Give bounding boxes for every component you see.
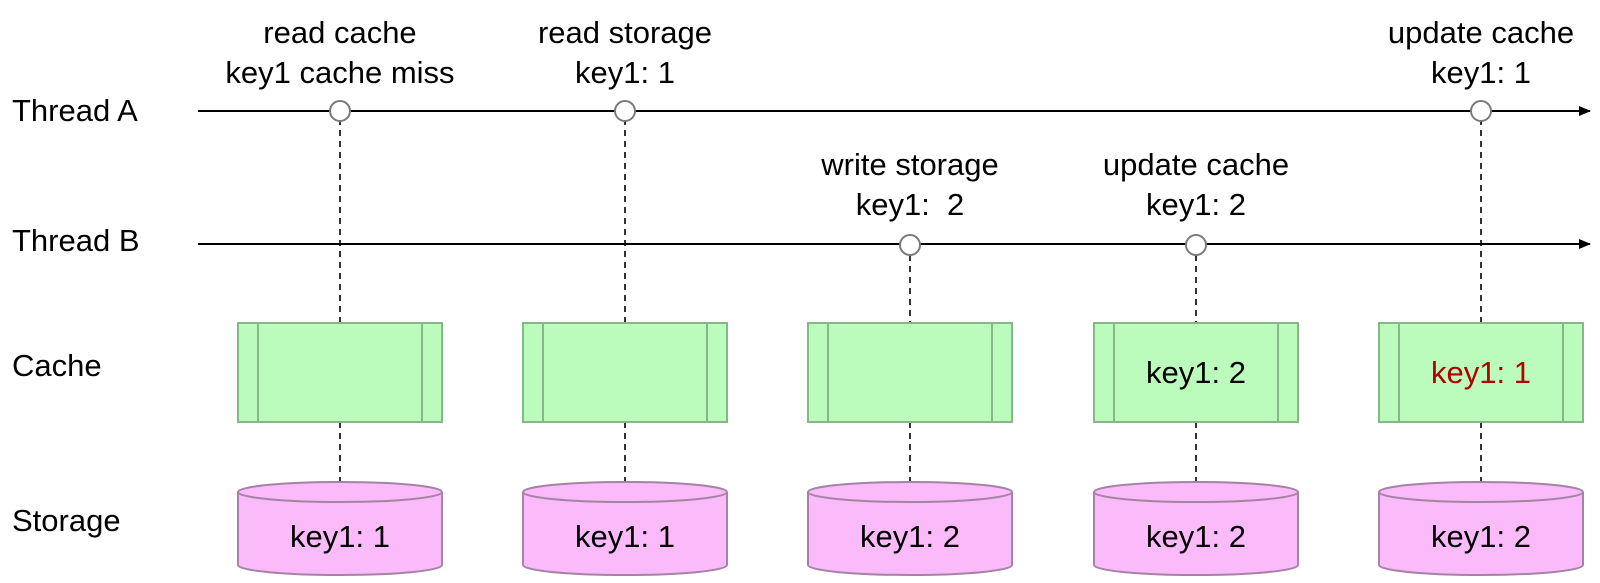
cache-box-col3 bbox=[807, 322, 1013, 423]
event-node bbox=[1185, 234, 1207, 256]
thread-a-event-read-cache: read cache key1 cache miss bbox=[225, 15, 455, 122]
cache-box-col4: key1: 2 bbox=[1093, 322, 1299, 423]
storage-db-col5: key1: 2 bbox=[1378, 481, 1584, 576]
storage-db-col1: key1: 1 bbox=[237, 481, 443, 576]
lane-label-cache: Cache bbox=[12, 348, 102, 383]
lane-label-thread-b: Thread B bbox=[12, 223, 140, 258]
lane-label-thread-a: Thread A bbox=[12, 93, 138, 128]
storage-value: key1: 1 bbox=[575, 519, 675, 554]
lane-label-storage: Storage bbox=[12, 503, 121, 538]
event-node bbox=[899, 234, 921, 256]
event-detail: key1: 1 bbox=[575, 55, 675, 90]
event-title: update cache bbox=[1103, 147, 1289, 182]
storage-db-col4: key1: 2 bbox=[1093, 481, 1299, 576]
thread-a-event-read-storage: read storage key1: 1 bbox=[538, 15, 712, 122]
thread-b-event-write-storage: write storage key1: 2 bbox=[820, 147, 999, 256]
storage-value: key1: 2 bbox=[1146, 519, 1246, 554]
storage-value: key1: 1 bbox=[290, 519, 390, 554]
cache-box-col1 bbox=[237, 322, 443, 423]
event-detail: key1: 2 bbox=[856, 187, 965, 222]
storage-value: key1: 2 bbox=[860, 519, 960, 554]
event-node bbox=[329, 100, 351, 122]
connectors bbox=[339, 119, 1482, 483]
cache-value-stale: key1: 1 bbox=[1431, 355, 1531, 390]
event-node bbox=[1470, 100, 1492, 122]
cache-box-col2 bbox=[522, 322, 728, 423]
event-detail: key1: 1 bbox=[1431, 55, 1531, 90]
event-detail: key1: 2 bbox=[1146, 187, 1246, 222]
event-title: read cache bbox=[263, 15, 416, 50]
event-title: write storage bbox=[820, 147, 998, 182]
event-detail: key1 cache miss bbox=[225, 55, 454, 90]
cache-box-col5: key1: 1 bbox=[1378, 322, 1584, 423]
storage-value: key1: 2 bbox=[1431, 519, 1531, 554]
thread-b-event-update-cache: update cache key1: 2 bbox=[1103, 147, 1289, 256]
event-title: update cache bbox=[1388, 15, 1574, 50]
event-title: read storage bbox=[538, 15, 712, 50]
event-node bbox=[614, 100, 636, 122]
storage-db-col2: key1: 1 bbox=[522, 481, 728, 576]
cache-value: key1: 2 bbox=[1146, 355, 1246, 390]
thread-a-event-update-cache: update cache key1: 1 bbox=[1388, 15, 1574, 122]
storage-db-col3: key1: 2 bbox=[807, 481, 1013, 576]
